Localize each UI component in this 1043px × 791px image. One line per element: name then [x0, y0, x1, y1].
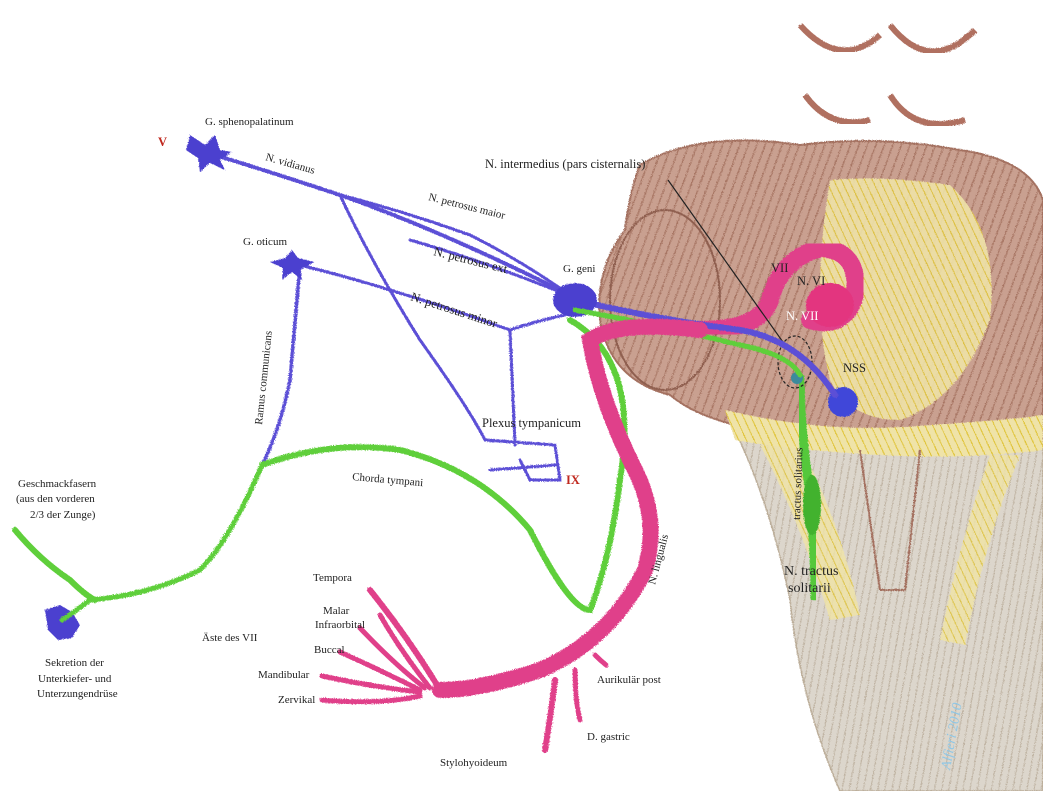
midbrain-arc-lower-left: [805, 95, 870, 122]
label-buccal: Buccal: [314, 644, 345, 656]
label-d-gastric: D. gastric: [587, 731, 630, 743]
branch-zervikal: [322, 696, 420, 702]
label-solitarii: solitarii: [788, 581, 831, 596]
chorda-tympani-path: [262, 320, 624, 610]
midbrain-arc-right: [890, 25, 975, 51]
label-malar: Malar: [323, 605, 350, 617]
label-geschmack-2: (aus den vorderen: [16, 493, 95, 505]
label-vii: VII: [771, 261, 788, 275]
label-n-vi: N. VI: [797, 274, 825, 288]
plexus-tympanicum-path: [485, 330, 560, 480]
label-geschmack-1: Geschmackfasern: [18, 478, 97, 490]
label-aurikular-post: Aurikulär post: [597, 674, 661, 686]
branch-stylohyoideum: [545, 680, 555, 750]
label-ramus-communicans: Ramus communicans: [253, 330, 275, 425]
label-sekretion-3: Unterzungendrüse: [37, 688, 118, 700]
label-zervikal: Zervikal: [278, 694, 315, 706]
label-ix-roman: IX: [566, 473, 580, 487]
motor-fibers: [322, 327, 700, 750]
label-n-intermedius: N. intermedius (pars cisternalis): [485, 157, 645, 171]
brainstem-illustration: [599, 25, 1043, 791]
label-n-petrosus-maior: N. petrosus maior: [427, 191, 506, 222]
label-aeste-des-vii: Äste des VII: [202, 632, 258, 644]
g-oticum-ganglion: [270, 250, 314, 280]
label-g-sphenopalatinum: G. sphenopalatinum: [205, 116, 294, 128]
label-n-vii: N. VII: [786, 309, 818, 323]
label-vertical-tract: tractus solitarius: [791, 447, 806, 520]
peduncle: [610, 210, 720, 390]
label-tempora: Tempora: [313, 572, 352, 584]
branch-d-gastric: [575, 670, 580, 720]
label-sekretion-1: Sekretion der: [45, 657, 104, 669]
g-sphenopalatinum-ganglion: [186, 135, 232, 172]
label-g-geniculi: G. geni: [563, 263, 595, 275]
label-sekretion-2: Unterkiefer- und: [38, 673, 112, 685]
branch-malar: [380, 615, 430, 688]
label-geschmack-3: 2/3 der Zunge): [30, 509, 96, 521]
label-plexus-tympanicum: Plexus tympanicum: [482, 416, 581, 430]
nucleus-tractus-solitarii: [803, 475, 821, 535]
label-n-tractus: N. tractus: [784, 564, 838, 579]
label-chorda-tympani: Chorda tympani: [352, 471, 424, 489]
label-infraorbital: Infraorbital: [315, 619, 365, 631]
midbrain-arc-left: [800, 25, 880, 50]
branch-aurikular-post: [595, 655, 606, 665]
label-mandibular: Mandibular: [258, 669, 310, 681]
branch-temporal: [370, 590, 440, 690]
label-n-petrosus-minor: N. petrosus minor: [409, 290, 500, 331]
geschmack-fibers-path: [15, 530, 95, 600]
label-stylohyoideum: Stylohyoideum: [440, 757, 508, 769]
label-nss: NSS: [843, 361, 866, 375]
midbrain-arc-lower-right: [890, 95, 965, 124]
label-g-oticum: G. oticum: [243, 236, 287, 248]
label-v-roman: V: [158, 135, 167, 149]
